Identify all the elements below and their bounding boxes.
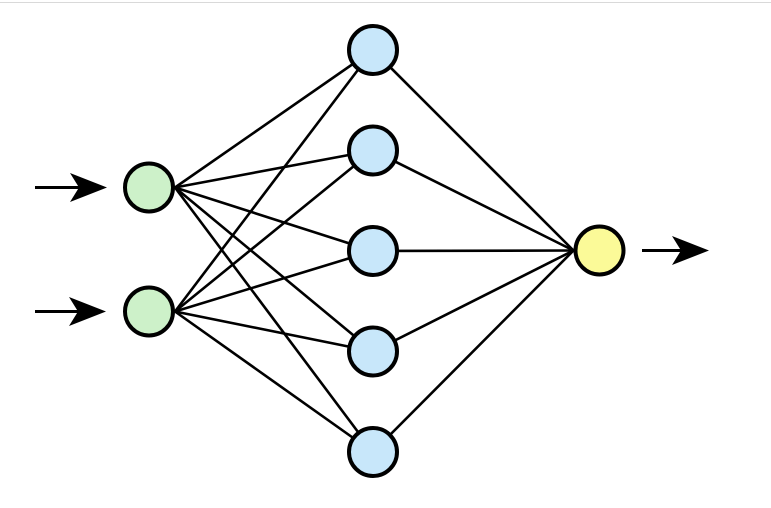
connection-input-2-to-hidden-3 — [174, 249, 374, 313]
connection-input-1-to-hidden-1 — [174, 48, 374, 189]
connection-input-1-to-hidden-4 — [174, 186, 374, 353]
hidden-5-node — [347, 426, 399, 478]
connection-input-1-to-hidden-3 — [174, 186, 374, 253]
input-arrow-2-head-icon — [69, 297, 106, 326]
input-1-node — [123, 161, 175, 214]
connection-input-1-to-hidden-2 — [174, 149, 374, 189]
connection-hidden-3-to-output-1 — [372, 249, 574, 253]
connection-input-1-to-hidden-5 — [173, 186, 375, 453]
hidden-2-node — [347, 124, 399, 177]
connection-input-2-to-hidden-5 — [174, 310, 374, 454]
connection-hidden-5-to-output-1 — [372, 249, 575, 453]
connection-hidden-1-to-output-1 — [372, 49, 575, 252]
connection-input-2-to-hidden-4 — [174, 310, 374, 353]
output-arrow-head-icon — [672, 236, 709, 265]
hidden-3-node — [347, 225, 399, 277]
connection-hidden-2-to-output-1 — [372, 149, 575, 252]
output-1-node — [573, 224, 626, 277]
hidden-4-node — [347, 325, 399, 378]
input-2-node — [123, 285, 175, 338]
input-arrow-1-head-icon — [70, 173, 107, 202]
top-divider-line — [0, 2, 771, 3]
hidden-1-node — [347, 24, 399, 76]
connection-hidden-4-to-output-1 — [372, 249, 575, 353]
connection-input-2-to-hidden-2 — [174, 149, 374, 313]
connection-input-2-to-hidden-1 — [173, 49, 375, 313]
